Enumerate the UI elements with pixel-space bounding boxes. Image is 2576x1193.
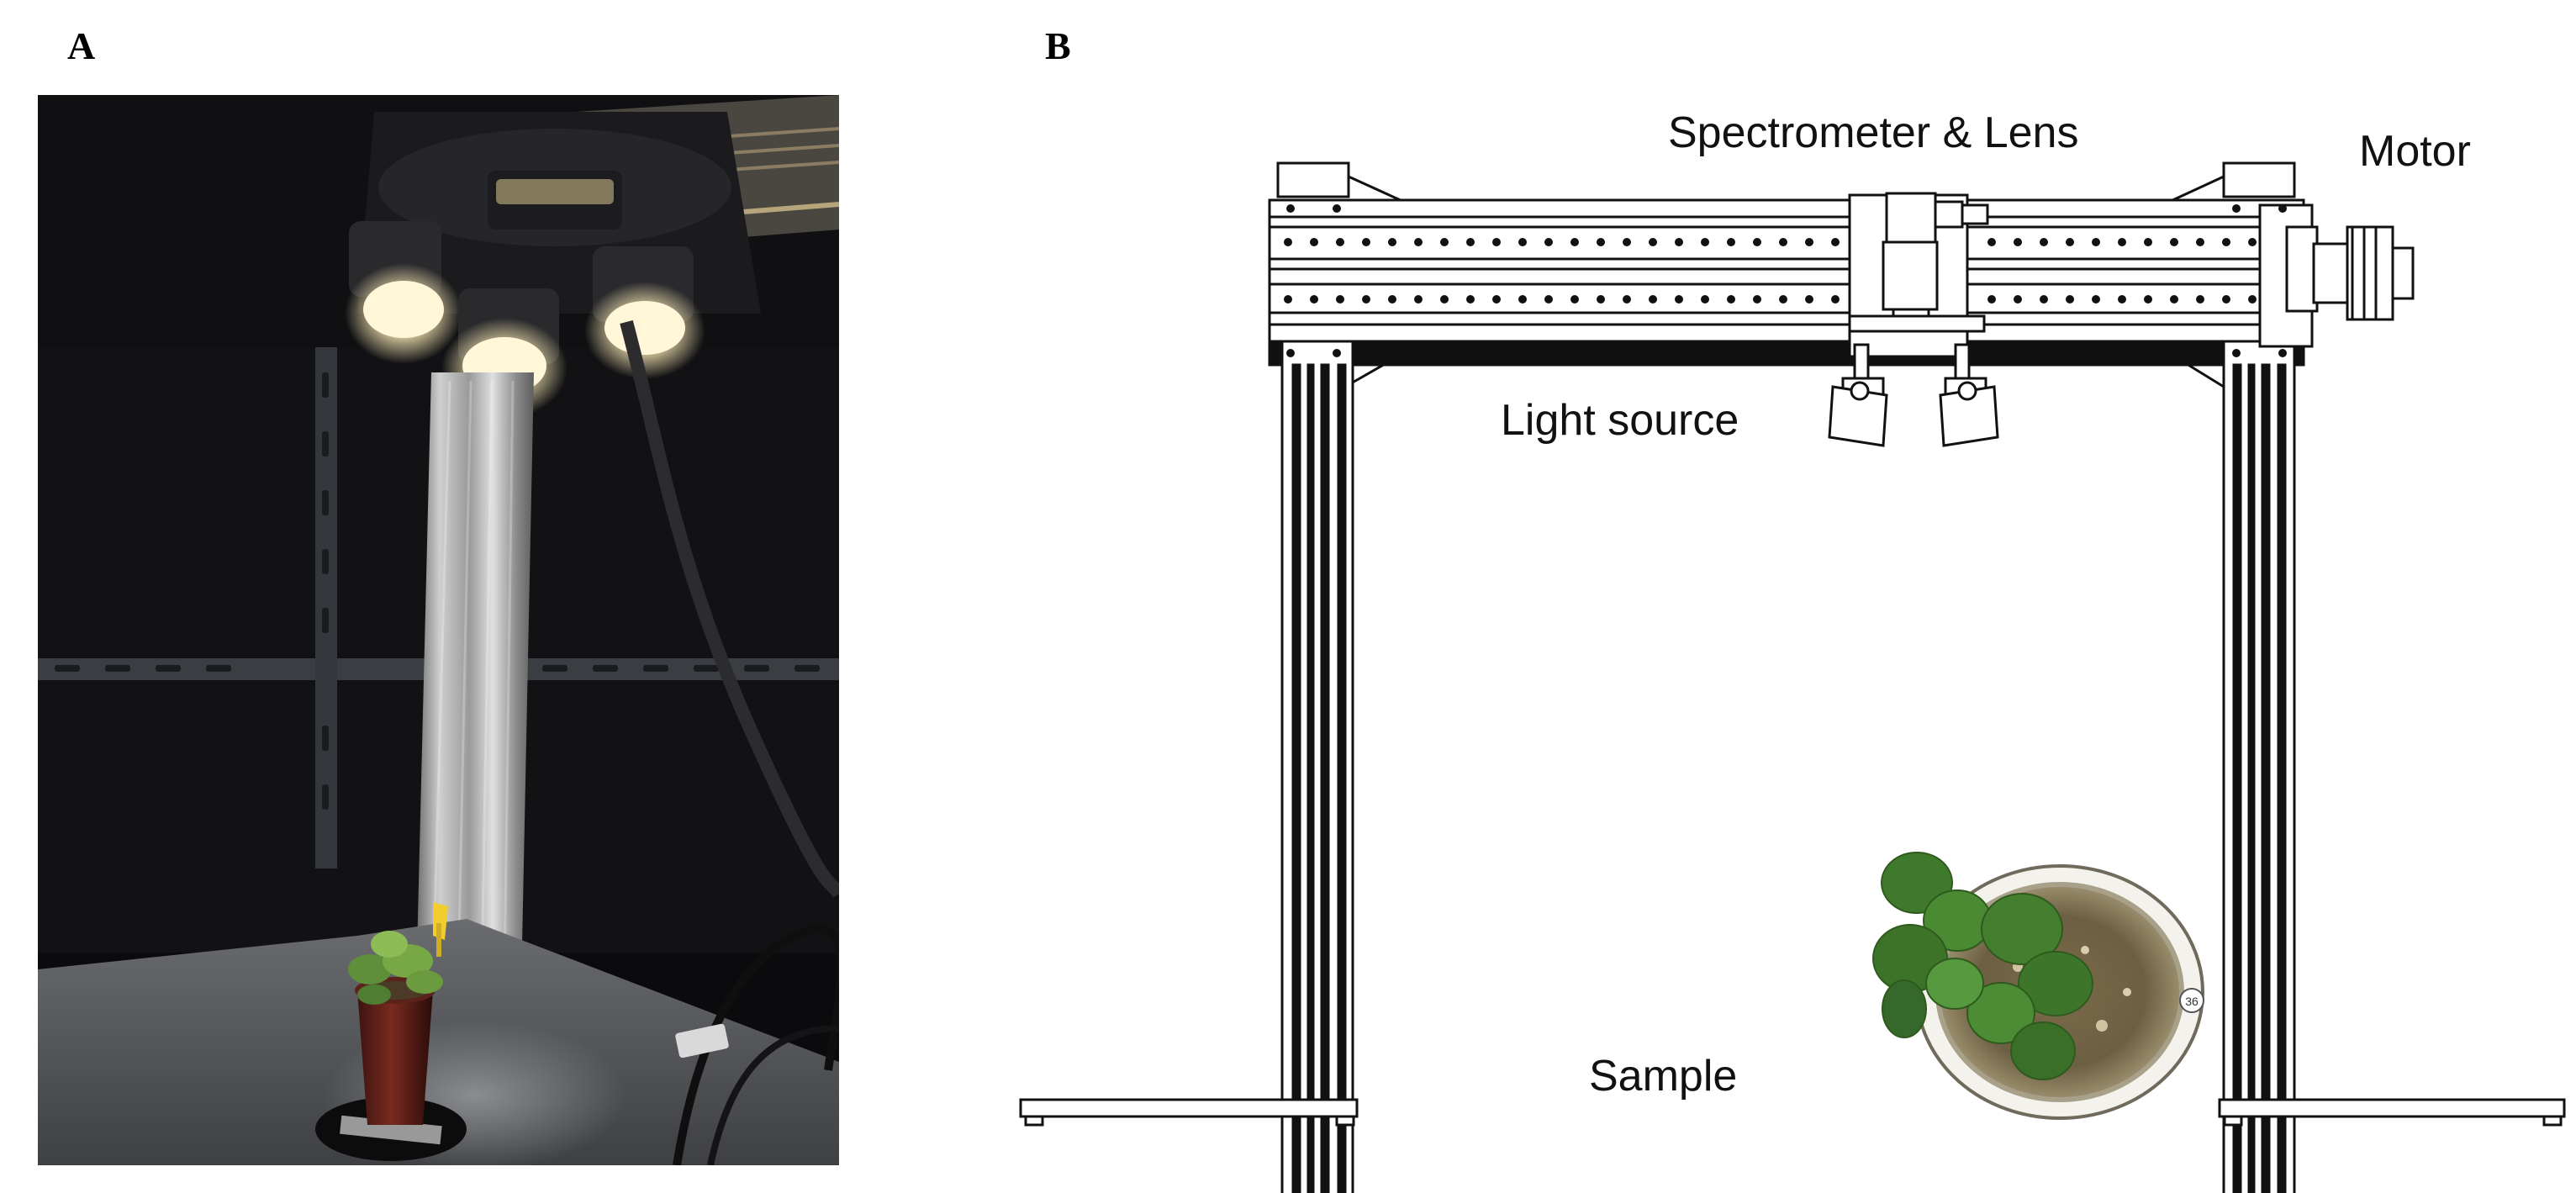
rail-bolt — [2066, 238, 2074, 246]
rail-bolt — [1544, 238, 1553, 246]
rail-bolt — [1414, 295, 1423, 304]
panel-b-schematic: 36 Spectrometer & Lens Motor Light sourc… — [1009, 101, 2576, 1193]
gantry-diagram: 36 — [1019, 161, 2566, 1193]
bolt-row-upper — [1284, 238, 2257, 246]
left-foot — [1019, 1098, 1359, 1127]
rail-bolt — [1779, 238, 1787, 246]
rail-bolt — [2040, 238, 2048, 246]
rail-bolt — [1727, 295, 1735, 304]
rail-bolt — [2092, 238, 2100, 246]
rail-bolt — [1284, 295, 1292, 304]
rail-bolt — [1284, 238, 1292, 246]
rail-bolt — [1831, 295, 1840, 304]
right-post — [2222, 340, 2296, 1193]
rail-bolt — [2196, 238, 2204, 246]
rail-bolt — [1649, 295, 1657, 304]
lamp-left — [345, 221, 462, 364]
rail-bolt — [1805, 295, 1813, 304]
rail-bolt — [1753, 238, 1761, 246]
rail-bolt — [1362, 238, 1370, 246]
rail-bolt — [2196, 295, 2204, 304]
motor-label: Motor — [2359, 127, 2471, 176]
rail-bolt — [2118, 238, 2126, 246]
rail-bolt — [2170, 295, 2178, 304]
rail-bolt — [1310, 295, 1318, 304]
rail-bolt — [1623, 295, 1631, 304]
panel-a-photo — [38, 95, 839, 1165]
rail-bolt — [2014, 295, 2022, 304]
rail-bolt — [1597, 295, 1605, 304]
rail-bolt — [1388, 238, 1396, 246]
rail-bolt — [2222, 295, 2230, 304]
rail-bolt — [1753, 295, 1761, 304]
panel-a-letter: A — [67, 24, 96, 67]
rail-bolt — [1310, 238, 1318, 246]
rail-bolt — [1831, 238, 1840, 246]
spectrometer-carriage — [1848, 192, 1989, 358]
motor — [2312, 225, 2415, 321]
rail-bolt — [1336, 238, 1344, 246]
horizontal-rail — [1268, 198, 2305, 367]
bolt-row-lower — [1284, 295, 2257, 304]
rail-bolt — [1466, 295, 1475, 304]
pot-tag: 36 — [2185, 995, 2199, 1008]
rail-bolt — [1388, 295, 1396, 304]
rail-bolt — [1623, 238, 1631, 246]
rail-bolt — [1492, 238, 1501, 246]
rail-bolt — [1492, 295, 1501, 304]
rail-bolt — [1701, 238, 1709, 246]
light-source-left — [1828, 343, 1888, 447]
light-source-label: Light source — [1501, 396, 1739, 445]
rail-bolt — [1805, 238, 1813, 246]
panel-b-letter: B — [1045, 24, 1071, 67]
rail-bolt — [1987, 295, 1996, 304]
rail-bolt — [1336, 295, 1344, 304]
rail-bolt — [2118, 295, 2126, 304]
chamber-photo — [38, 95, 839, 1165]
rail-bolt — [2222, 238, 2230, 246]
rail-bolt — [1518, 295, 1527, 304]
lamp-right — [584, 246, 705, 379]
rail-bolt — [1518, 238, 1527, 246]
right-foot — [2218, 1098, 2566, 1127]
rail-bolt — [1440, 295, 1449, 304]
sample-plant — [1872, 852, 2093, 1080]
light-source-right — [1939, 343, 1999, 447]
rail-bolt — [1440, 238, 1449, 246]
rail-bolt — [1987, 238, 1996, 246]
rail-bolt — [2040, 295, 2048, 304]
spectrometer-lens-label: Spectrometer & Lens — [1668, 108, 2079, 157]
rail-bolt — [1701, 295, 1709, 304]
rail-bolt — [2170, 238, 2178, 246]
rail-bolt — [1466, 238, 1475, 246]
rail-bolt — [2144, 295, 2152, 304]
rail-bolt — [1414, 238, 1423, 246]
rail-bolt — [1727, 238, 1735, 246]
rail-bolt — [2248, 295, 2257, 304]
rail-bolt — [1779, 295, 1787, 304]
rail-bolts — [1286, 204, 2287, 357]
rail-bolt — [1675, 295, 1683, 304]
rail-bolt — [2092, 295, 2100, 304]
rail-bolt — [1544, 295, 1553, 304]
rail-bolt — [1597, 238, 1605, 246]
rail-bolt — [2248, 238, 2257, 246]
rail-bolt — [1649, 238, 1657, 246]
rail-bolt — [1570, 295, 1579, 304]
sample-label: Sample — [1589, 1052, 1738, 1101]
right-post-cap — [2222, 161, 2296, 198]
rail-bolt — [1570, 238, 1579, 246]
rail-bolt — [1675, 238, 1683, 246]
rail-bolt — [2014, 238, 2022, 246]
rail-bolt — [1362, 295, 1370, 304]
rail-bolt — [2144, 238, 2152, 246]
plant-in-pot — [348, 902, 448, 1005]
rail-bolt — [2066, 295, 2074, 304]
left-post-cap — [1276, 161, 1350, 198]
left-post — [1280, 340, 1354, 1193]
